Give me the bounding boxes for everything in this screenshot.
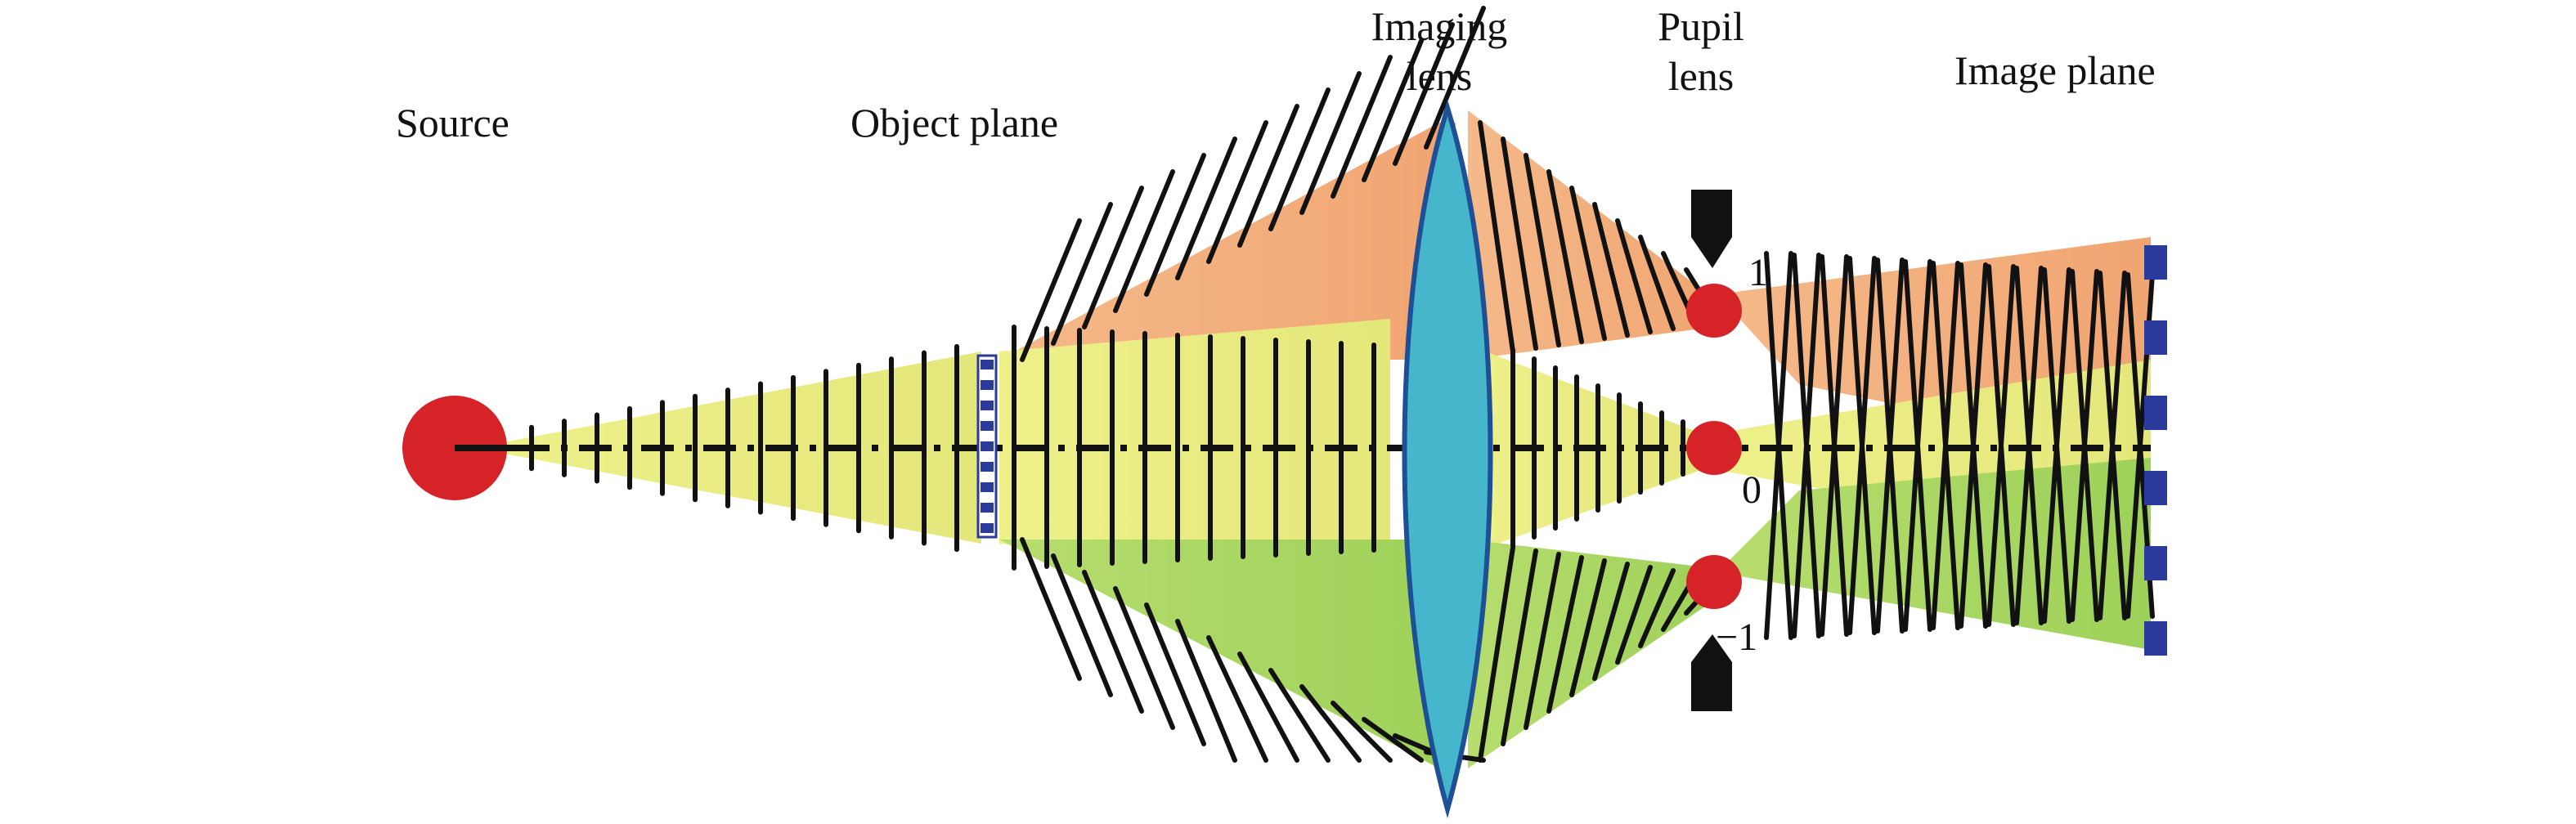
wavefront-line — [1144, 153, 1206, 297]
wavefront-line — [1847, 256, 1877, 635]
imaging-lens — [1402, 99, 1493, 819]
minus-one-order-beam-pupil-to-image — [1717, 458, 2151, 650]
plus-one-order-beam — [999, 123, 1456, 360]
image-plane-bar — [2144, 546, 2167, 580]
image-plane-label: Image plane — [1954, 47, 2156, 93]
image-plane-pattern — [2144, 245, 2167, 656]
imaging-lens-label-line2: lens — [1406, 53, 1473, 99]
image-plane-bar — [2144, 396, 2167, 430]
wavefront-line — [1424, 6, 1486, 150]
wavefront-line — [1051, 202, 1113, 346]
wavefront-line — [1546, 169, 1584, 344]
wavefront-line — [1501, 549, 1538, 746]
pupil-lens-label: Pupil lens — [1644, 2, 1758, 101]
wavefront-line — [1020, 218, 1082, 362]
grating-bar — [981, 482, 994, 492]
pupil-lens-label-line2: lens — [1667, 53, 1735, 99]
wavefront-line — [1501, 137, 1538, 351]
zero-order-beam — [999, 319, 1390, 572]
wavefront-line — [1986, 264, 2016, 627]
imaging-lens-label-line1: Imaging — [1371, 3, 1508, 49]
pupil-spot-zero — [1686, 421, 1742, 475]
wavefront-line — [1206, 120, 1268, 264]
grating-bar — [981, 380, 994, 390]
wavefront-line — [1478, 120, 1515, 354]
wavefront-line — [1268, 668, 1331, 763]
pupil-lens-label-line1: Pupil — [1658, 3, 1744, 49]
wavefront-line — [1592, 202, 1630, 338]
image-plane-bar — [2144, 245, 2167, 280]
wavefront-line — [2098, 271, 2127, 620]
wavefront-line — [1082, 186, 1144, 329]
wavefront-line — [1638, 235, 1676, 331]
pupil-spot-minus-one — [1686, 555, 1742, 609]
pupil-spot-plus-one — [1686, 284, 1742, 338]
wavefront-line — [1113, 586, 1175, 730]
wavefront-line — [1206, 635, 1268, 763]
source-label: Source — [396, 100, 509, 146]
wavefront-line — [1299, 71, 1362, 215]
wavefront-line — [1903, 259, 1932, 632]
wavefront-line — [1331, 55, 1393, 199]
grating-bar — [981, 503, 994, 513]
object-plane-label: Object plane — [850, 100, 1059, 146]
wavefront-line — [1299, 684, 1362, 763]
wavefront-line — [1615, 565, 1653, 665]
wavefront-line — [1331, 701, 1393, 763]
wavefront-line — [1362, 38, 1424, 182]
wavefront-line — [1237, 104, 1299, 248]
wavefront-line — [1051, 553, 1113, 697]
grating-bars — [981, 360, 994, 533]
order-zero-label: 0 — [1742, 468, 1761, 512]
wavefront-line — [1524, 552, 1561, 730]
wavefront-line — [1569, 186, 1607, 341]
pupil-stop-top — [1691, 190, 1732, 268]
image-plane-bar — [2144, 621, 2167, 656]
wavefront-line — [1113, 169, 1175, 313]
wavefront-line — [1237, 652, 1299, 763]
grating-bar — [981, 421, 994, 431]
wavefront-line — [1931, 261, 1960, 630]
order-minus-one-label: −1 — [1716, 616, 1758, 659]
image-plane-bar — [2144, 320, 2167, 355]
wavefront-line — [1592, 562, 1630, 681]
grating-bar — [981, 462, 994, 472]
wavefront-line — [1082, 570, 1144, 714]
wavefront-line — [1569, 558, 1607, 697]
grating-bar — [981, 401, 994, 410]
grating-bar — [981, 360, 994, 369]
wavefront-line — [1524, 153, 1561, 347]
wavefront-line — [1175, 137, 1237, 280]
wavefront-line — [1638, 568, 1676, 648]
wavefront-line — [1175, 619, 1237, 763]
image-plane-bar — [2144, 471, 2167, 505]
grating-bar — [981, 523, 994, 533]
imaging-lens-label: Imaging lens — [1358, 2, 1521, 101]
wavefront-line — [1615, 218, 1653, 334]
wavefront-line — [1144, 602, 1206, 746]
pupil-stop-bottom — [1691, 634, 1732, 711]
wavefront-line — [1546, 555, 1584, 714]
wavefront-line — [1393, 22, 1455, 166]
wavefront-line — [1362, 717, 1424, 763]
order-plus-one-label: 1 — [1748, 251, 1768, 294]
wavefront-line — [1020, 537, 1082, 681]
grating-bar — [981, 441, 994, 451]
wavefront-line — [1478, 545, 1515, 763]
wavefront-line — [1268, 87, 1331, 231]
